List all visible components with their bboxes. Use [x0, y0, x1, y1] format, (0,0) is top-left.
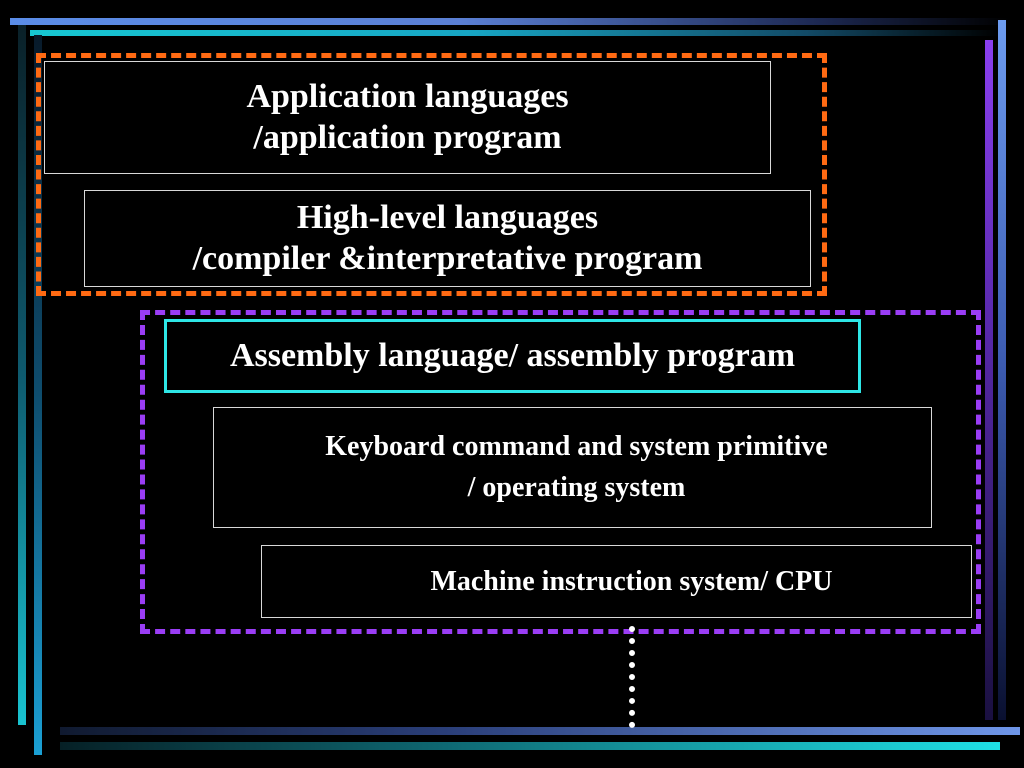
frame-bar-top-cyan — [30, 30, 1000, 36]
frame-bar-bottom-cyan — [60, 742, 1000, 750]
system-group-outline — [140, 310, 981, 634]
operating-system-layer-title: Keyboard command and system primitive — [325, 430, 828, 462]
high-level-layer-subtitle: /compiler &interpretative program — [192, 239, 703, 277]
operating-system-layer-box: Keyboard command and system primitive / … — [213, 407, 932, 528]
high-level-layer-title: High-level languages — [296, 198, 599, 236]
application-layer-box: Application languages /application progr… — [44, 61, 771, 174]
frame-bar-left-blue — [34, 35, 42, 755]
assembly-layer-box: Assembly language/ assembly program — [164, 319, 861, 393]
frame-bar-bottom-blue — [60, 727, 1020, 735]
frame-bar-right-purple — [985, 40, 993, 720]
frame-bar-right-blue — [998, 20, 1006, 720]
dotted-connector-line — [629, 626, 635, 728]
machine-layer-box: Machine instruction system/ CPU — [261, 545, 972, 618]
application-layer-title: Application languages — [246, 77, 569, 115]
machine-layer-title: Machine instruction system/ CPU — [430, 565, 833, 597]
application-layer-subtitle: /application program — [253, 118, 562, 156]
frame-bar-left-teal — [18, 25, 26, 725]
frame-bar-top-blue — [10, 18, 1010, 25]
assembly-layer-title: Assembly language/ assembly program — [229, 336, 796, 374]
software-group-outline — [36, 53, 827, 296]
operating-system-layer-subtitle: / operating system — [467, 471, 686, 503]
high-level-layer-box: High-level languages /compiler &interpre… — [84, 190, 811, 287]
